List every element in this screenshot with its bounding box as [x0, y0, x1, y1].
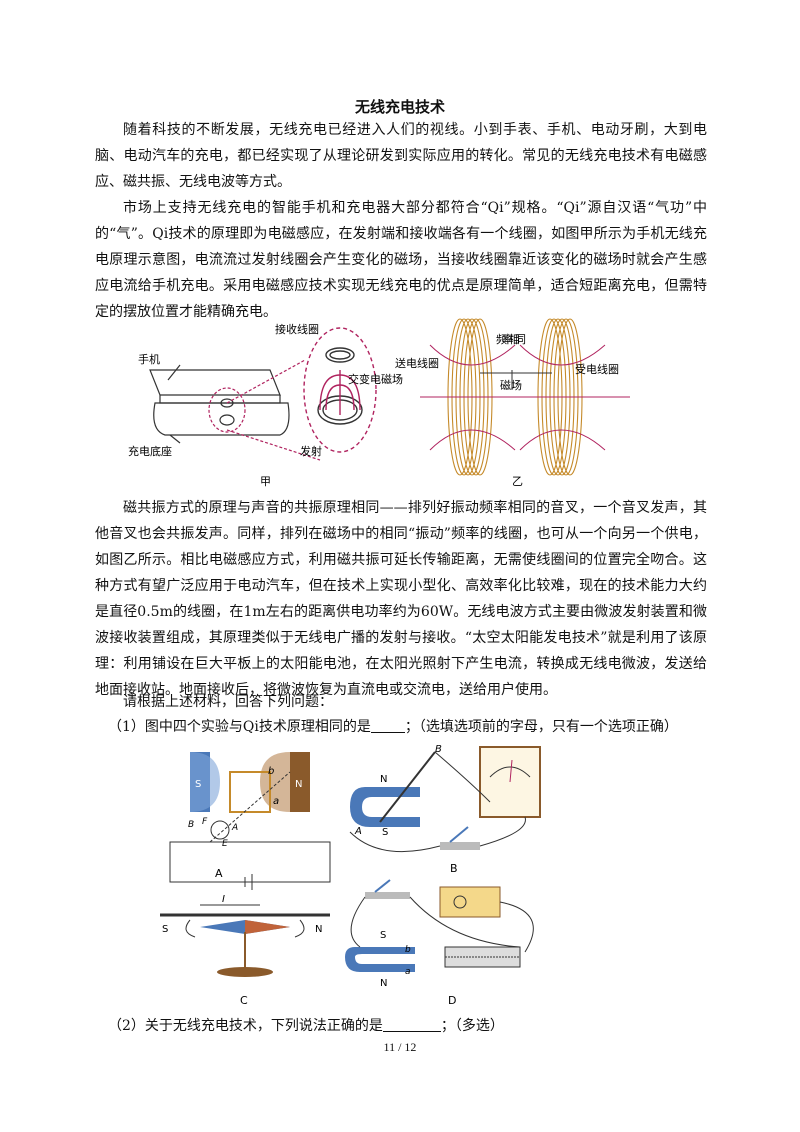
b-label-B: B — [435, 744, 442, 755]
question-1: （1）图中四个实验与Qi技术原理相同的是 ；（选填选项前的字母，只有一个选项正确） — [108, 716, 678, 738]
answer-blank-1[interactable] — [370, 718, 405, 733]
figure-experiments: S N a b B A F E A N S B A B — [160, 744, 541, 1007]
answer-blank-2[interactable] — [382, 1017, 441, 1032]
c-label-n: N — [315, 924, 322, 935]
label-recv-coil-2: 受电线圈 — [575, 362, 619, 376]
d-label-b: b — [405, 945, 411, 955]
article-title: 无线充电技术 — [354, 98, 445, 116]
a-label-b: b — [268, 766, 274, 777]
experiment-c: I S N C — [160, 894, 330, 1007]
c-label-s: S — [162, 924, 168, 935]
experiment-b: N S B A B — [349, 744, 541, 875]
caption-a: A — [215, 867, 223, 880]
paragraph-1: 随着科技的不断发展，无线充电已经进入人们的视线。小到手表、手机、电动牙刷，大到电… — [95, 122, 707, 190]
question-2: （2）关于无线充电技术，下列说法正确的是 ；（多选） — [108, 1015, 504, 1037]
question-2-tail: ；（多选） — [440, 1018, 504, 1034]
label-field: 磁场 — [500, 378, 522, 392]
caption-yi: 乙 — [512, 475, 523, 488]
coil-zoom — [303, 327, 377, 453]
page-number: 11 / 12 — [383, 1040, 417, 1054]
b-label-A: A — [354, 826, 362, 837]
a-label-a: a — [273, 796, 279, 807]
resonance-coils — [420, 318, 630, 476]
question-2-text: （2）关于无线充电技术，下列说法正确的是 — [108, 1018, 383, 1034]
paragraph-4: 请根据上述材料，回答下列问题： — [123, 694, 333, 710]
d-label-a: a — [405, 967, 411, 977]
b-magnet-s: S — [382, 827, 388, 838]
label-base: 充电底座 — [128, 444, 172, 458]
label-alt-field: 交变电磁场 — [348, 372, 403, 386]
d-label-n: N — [380, 978, 387, 989]
paragraph-3: 磁共振方式的原理与声音的共振原理相同——排列好振动频率相同的音叉，一个音叉发声，… — [95, 500, 707, 698]
a-label-E: E — [222, 839, 228, 849]
experiment-d: S N b a D — [345, 879, 534, 1007]
b-magnet-n: N — [380, 774, 387, 785]
label-send-coil: 送电线圈 — [395, 356, 439, 370]
question-1-tail: ；（选填选项前的字母，只有一个选项正确） — [404, 719, 678, 735]
paragraph-2: 市场上支持无线充电的智能手机和充电器大部分都符合“Qi”规格。“Qi”源自汉语“… — [95, 200, 707, 320]
a-label-B: B — [188, 820, 194, 830]
caption-c: C — [240, 994, 248, 1007]
phone-illustration — [149, 359, 321, 461]
label-recv-coil: 接收线圈 — [275, 322, 319, 336]
c-label-I: I — [222, 894, 225, 905]
caption-jia: 甲 — [260, 475, 271, 488]
caption-b: B — [450, 862, 458, 875]
a-magnet-n: N — [295, 779, 302, 790]
label-emit: 发射 — [300, 444, 322, 458]
question-1-text: （1）图中四个实验与Qi技术原理相同的是 — [108, 719, 371, 735]
experiment-a: S N a b B A F E A — [169, 752, 331, 890]
label-phone: 手机 — [138, 352, 160, 366]
a-label-A: A — [231, 823, 238, 833]
a-magnet-s: S — [195, 779, 201, 790]
label-freq-same: 频率相同 — [496, 332, 526, 346]
figure-wireless-charging: 手机 充电底座 接收线圈 交变电磁场 发射 — [128, 318, 630, 488]
a-label-F: F — [202, 817, 208, 827]
caption-d: D — [448, 994, 456, 1007]
d-label-s: S — [380, 930, 386, 941]
